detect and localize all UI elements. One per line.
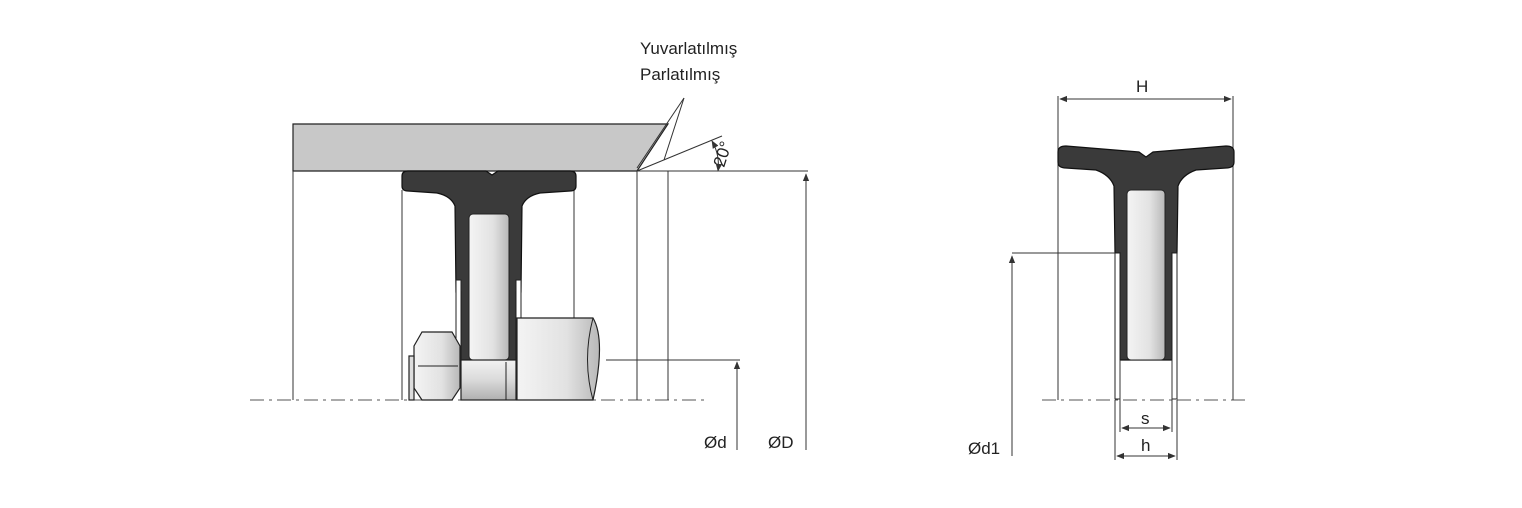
angle-arc (711, 140, 723, 172)
strip-right-b (1171, 252, 1178, 400)
d1-label: Ød1 (968, 439, 1000, 458)
id-label: Ød (704, 433, 727, 452)
s-label: s (1141, 409, 1150, 428)
leader-1 (636, 97, 685, 169)
surface-label-2: Parlatılmış (640, 65, 720, 84)
od-label: ØD (768, 433, 794, 452)
rod-cylinder-end (587, 317, 594, 401)
surface-label-1: Yuvarlatılmış (640, 39, 737, 58)
housing-block (292, 123, 670, 172)
nut-washer (408, 355, 415, 401)
leader-2 (663, 97, 685, 161)
h-small-label: h (1141, 436, 1150, 455)
strip-right-a (1114, 252, 1121, 400)
seal-insert-left (468, 213, 510, 361)
assembly-view: Yuvarlatılmış Parlatılmış 20° ØD Ød (250, 39, 810, 452)
height-label: H (1136, 77, 1148, 96)
seal-section-view: H Ød1 s h (968, 77, 1250, 460)
shaft-section (460, 359, 517, 401)
angle-line (636, 135, 723, 172)
seal-insert-right (1126, 189, 1166, 361)
